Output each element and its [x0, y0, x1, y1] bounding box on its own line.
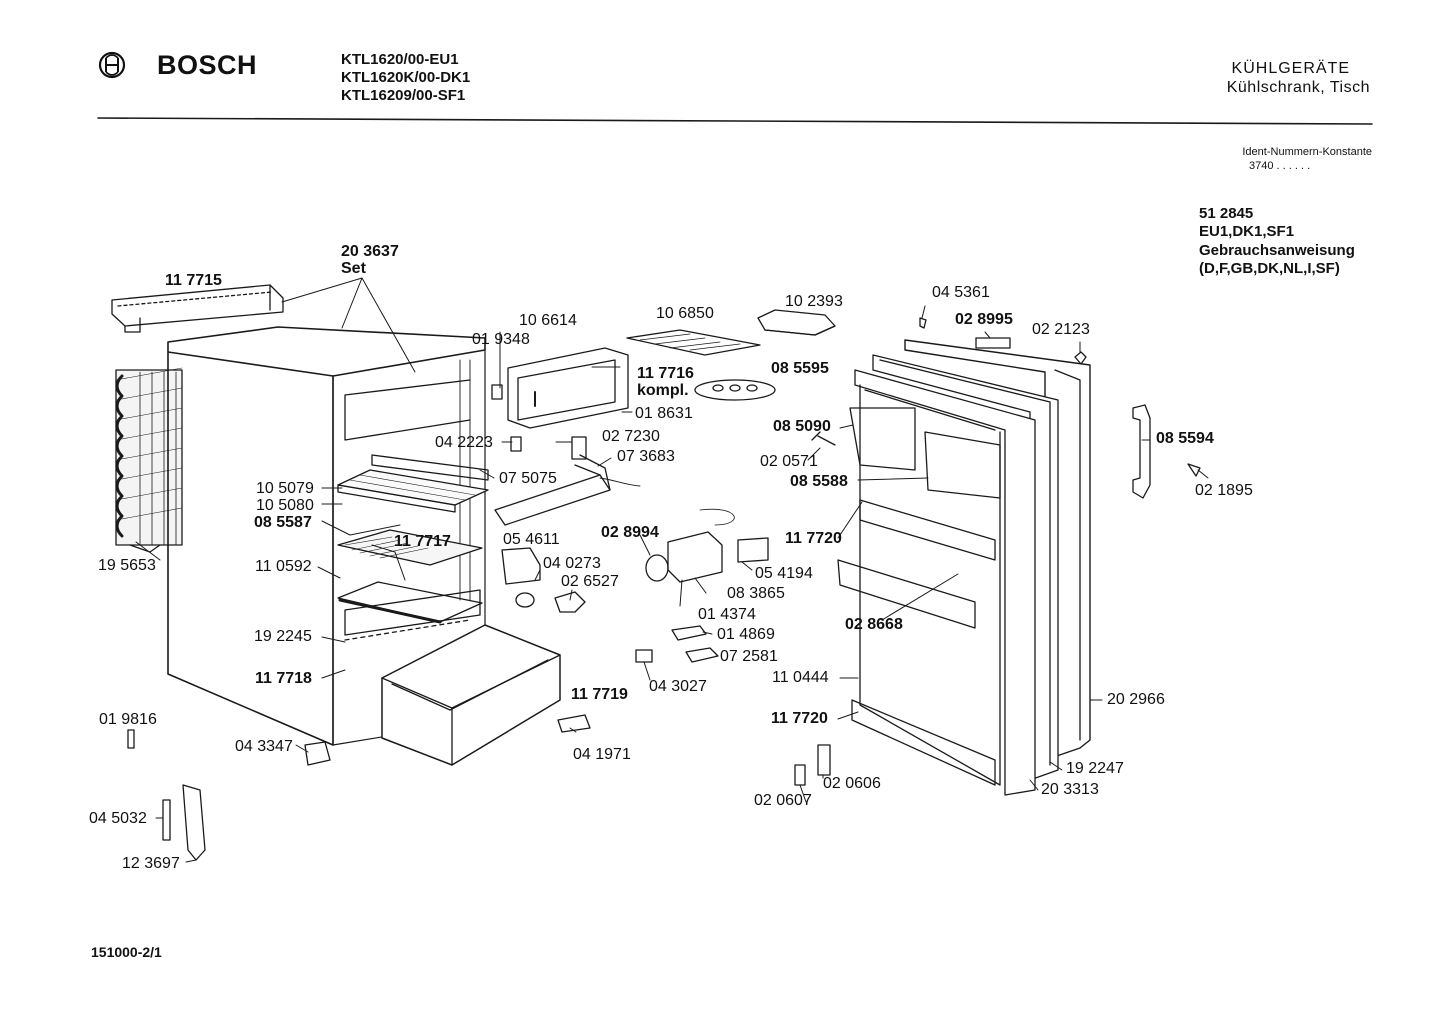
hinge-parts [795, 318, 1200, 785]
header-divider [98, 118, 1372, 124]
part-label: 08 5587 [254, 514, 312, 531]
wire-shelf-lower [338, 530, 482, 622]
shelf-rail-part [372, 455, 488, 480]
part-label: 05 4611 [503, 531, 560, 548]
part-label: 11 7715 [165, 272, 222, 289]
category-title: KÜHLGERÄTE [1231, 60, 1350, 77]
ident-label: Ident-Nummern-Konstante [1242, 146, 1372, 158]
part-label: 02 8668 [845, 616, 903, 633]
bosch-logo-icon [97, 50, 127, 80]
part-label: 08 5595 [771, 360, 829, 377]
leader-lines [136, 278, 1208, 862]
ident-value: 3740 . . . . . . [1249, 160, 1311, 172]
part-label: 11 0592 [255, 558, 312, 575]
part-label: 05 4194 [755, 565, 813, 582]
part-label: 02 8995 [955, 311, 1013, 328]
door-shelf-upper-part [850, 408, 1000, 560]
part-label: 04 0273 [543, 555, 601, 572]
sheet-number: 151000-2/1 [91, 944, 162, 960]
part-label: 04 3027 [649, 678, 707, 695]
part-label: 02 0571 [760, 453, 818, 470]
part-label: 07 3683 [617, 448, 675, 465]
part-label: Set [341, 260, 366, 277]
part-label: 11 7720 [771, 710, 828, 727]
thermostat-part [646, 509, 768, 582]
part-label: 11 7717 [394, 533, 451, 550]
butter-dish-part [758, 310, 835, 335]
part-label: 07 2581 [720, 648, 778, 665]
part-label: 02 7230 [602, 428, 660, 445]
part-label: 11 7719 [571, 686, 628, 703]
part-label: 11 7716 [637, 365, 694, 382]
part-label: 02 0607 [754, 792, 812, 809]
part-label: 04 2223 [435, 434, 493, 451]
egg-tray-part [695, 380, 775, 400]
part-label: 02 1895 [1195, 482, 1253, 499]
part-label: 02 8994 [601, 524, 659, 541]
part-label: 10 6614 [519, 312, 577, 329]
model-2: KTL1620K/00-DK1 [341, 69, 471, 86]
part-label: 11 7720 [785, 530, 842, 547]
part-label: 10 5079 [256, 480, 314, 497]
screws-part [128, 730, 205, 860]
crisper-drawer-part [382, 625, 560, 765]
brand-name: BOSCH [157, 50, 258, 80]
part-label: 11 7718 [255, 670, 312, 687]
manual-variants: EU1,DK1,SF1 [1199, 223, 1295, 240]
part-label: 08 5588 [790, 473, 848, 490]
part-label: 19 2245 [254, 628, 312, 645]
part-label: 08 5090 [773, 418, 831, 435]
part-label: 20 2966 [1107, 691, 1165, 708]
door-shelf-lower-part [838, 560, 995, 785]
part-label: 20 3637 [341, 243, 399, 260]
part-label: 01 8631 [635, 405, 693, 422]
part-label: 04 5032 [89, 810, 147, 827]
manual-title: Gebrauchsanweisung [1199, 242, 1355, 259]
switch-part [492, 385, 586, 459]
door-handle-part [1133, 405, 1150, 498]
part-label: 01 9348 [472, 331, 530, 348]
part-label: 19 5653 [98, 557, 156, 574]
cabinet-body-part [168, 327, 485, 745]
part-label: 01 4374 [698, 606, 756, 623]
part-label: 02 2123 [1032, 321, 1090, 338]
ice-tray-part [627, 330, 760, 355]
part-label: kompl. [637, 382, 689, 399]
condenser-coil-part [116, 368, 182, 552]
part-label: 10 5080 [256, 497, 314, 514]
manual-number: 51 2845 [1199, 205, 1254, 222]
part-label: 02 0606 [823, 775, 881, 792]
model-1: KTL1620/00-EU1 [341, 51, 459, 68]
model-3: KTL16209/00-SF1 [341, 87, 466, 104]
part-label: 08 3865 [727, 585, 785, 602]
part-label: 04 5361 [932, 284, 990, 301]
category-subtitle: Kühlschrank, Tisch [1226, 79, 1370, 96]
part-label: 04 3347 [235, 738, 293, 755]
heater-bracket-part [495, 455, 640, 525]
part-label: 10 2393 [785, 293, 843, 310]
part-label: 08 5594 [1156, 430, 1214, 447]
part-label: 01 9816 [99, 711, 157, 728]
part-label: 02 6527 [561, 573, 619, 590]
part-label: 19 2247 [1066, 760, 1124, 777]
top-trim-part [112, 285, 283, 332]
part-label: 11 0444 [772, 669, 829, 686]
part-label: 04 1971 [573, 746, 631, 763]
evaporator-plate-part [508, 348, 628, 428]
manual-languages: (D,F,GB,DK,NL,I,SF) [1199, 260, 1340, 277]
part-label: 07 5075 [499, 470, 557, 487]
part-label: 20 3313 [1041, 781, 1099, 798]
glass-shelf-upper [338, 470, 488, 512]
part-label: 01 4869 [717, 626, 775, 643]
part-label: 10 6850 [656, 305, 714, 322]
part-label: 12 3697 [122, 855, 180, 872]
door-inner-liner-part [855, 370, 1035, 795]
